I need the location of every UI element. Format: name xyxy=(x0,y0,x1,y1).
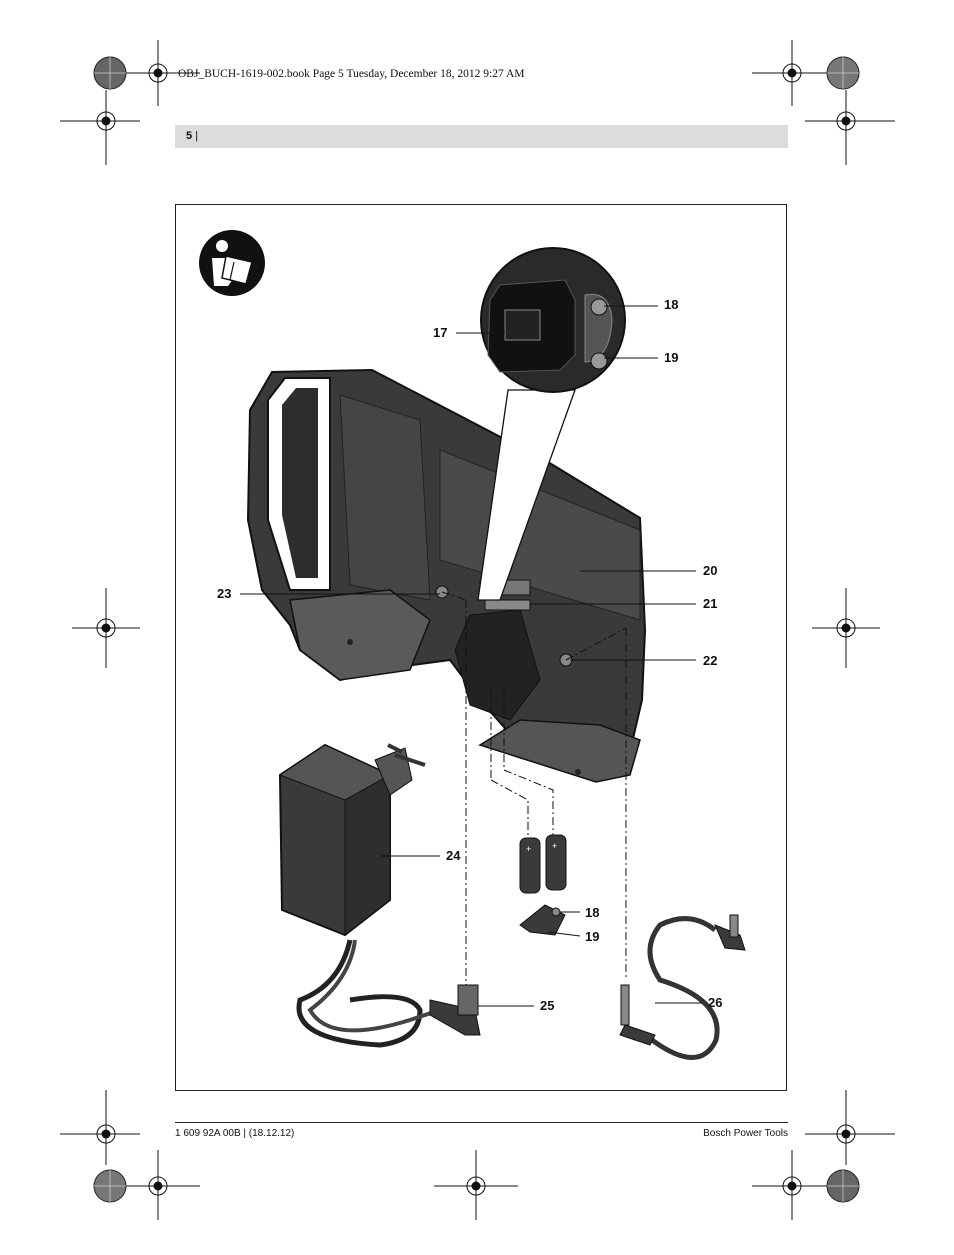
batteries-aa: + + xyxy=(519,834,567,894)
callout-21: 21 xyxy=(703,596,718,611)
book-header-line: OBJ_BUCH-1619-002.book Page 5 Tuesday, D… xyxy=(178,68,525,80)
footer-rule xyxy=(175,1122,788,1123)
footer-document-number: 1 609 92A 00B | (18.12.12) xyxy=(175,1128,295,1139)
figure-frame xyxy=(175,204,787,1091)
svg-text:+: + xyxy=(526,844,531,854)
callout-19-top: 19 xyxy=(664,350,679,365)
callout-leader-lines xyxy=(240,305,702,1007)
callout-23: 23 xyxy=(217,586,232,601)
page-number-value: 5 xyxy=(186,130,193,142)
footer-brand: Bosch Power Tools xyxy=(703,1128,788,1139)
callout-18-bottom: 18 xyxy=(585,905,600,920)
page-number: 5 | xyxy=(186,130,198,142)
print-targets xyxy=(93,56,860,1203)
callout-18-top: 18 xyxy=(664,297,679,312)
assembly-guide-lines xyxy=(441,591,627,985)
page-header-band xyxy=(175,125,788,148)
callout-25: 25 xyxy=(540,998,555,1013)
registration-mark-right-lower xyxy=(805,1090,895,1165)
battery-cover xyxy=(519,904,566,936)
callout-19-bottom: 19 xyxy=(585,929,600,944)
registration-mark-bottom-right xyxy=(752,1150,832,1220)
registration-mark-top-right xyxy=(752,40,832,106)
registration-mark-left-upper xyxy=(60,90,140,165)
page-number-separator: | xyxy=(195,130,199,142)
callout-20: 20 xyxy=(703,563,718,578)
callout-26: 26 xyxy=(708,995,723,1010)
registration-mark-right-middle xyxy=(812,588,880,668)
registration-mark-bottom-left xyxy=(118,1150,200,1220)
registration-mark-left-middle xyxy=(72,588,140,668)
read-manual-icon xyxy=(199,230,265,296)
registration-mark-top-left xyxy=(120,40,200,106)
detail-zoom xyxy=(477,247,626,601)
registration-mark-left-lower xyxy=(60,1090,140,1165)
registration-mark-bottom-center xyxy=(434,1150,518,1220)
device-housing xyxy=(246,368,647,783)
audio-cable xyxy=(619,914,746,1060)
power-adapter xyxy=(278,743,481,1048)
registration-mark-right-upper xyxy=(805,90,895,165)
callout-22: 22 xyxy=(703,653,718,668)
callout-24: 24 xyxy=(446,848,461,863)
callout-17: 17 xyxy=(433,325,448,340)
registration-marks xyxy=(60,40,895,1220)
svg-text:+: + xyxy=(552,841,557,851)
